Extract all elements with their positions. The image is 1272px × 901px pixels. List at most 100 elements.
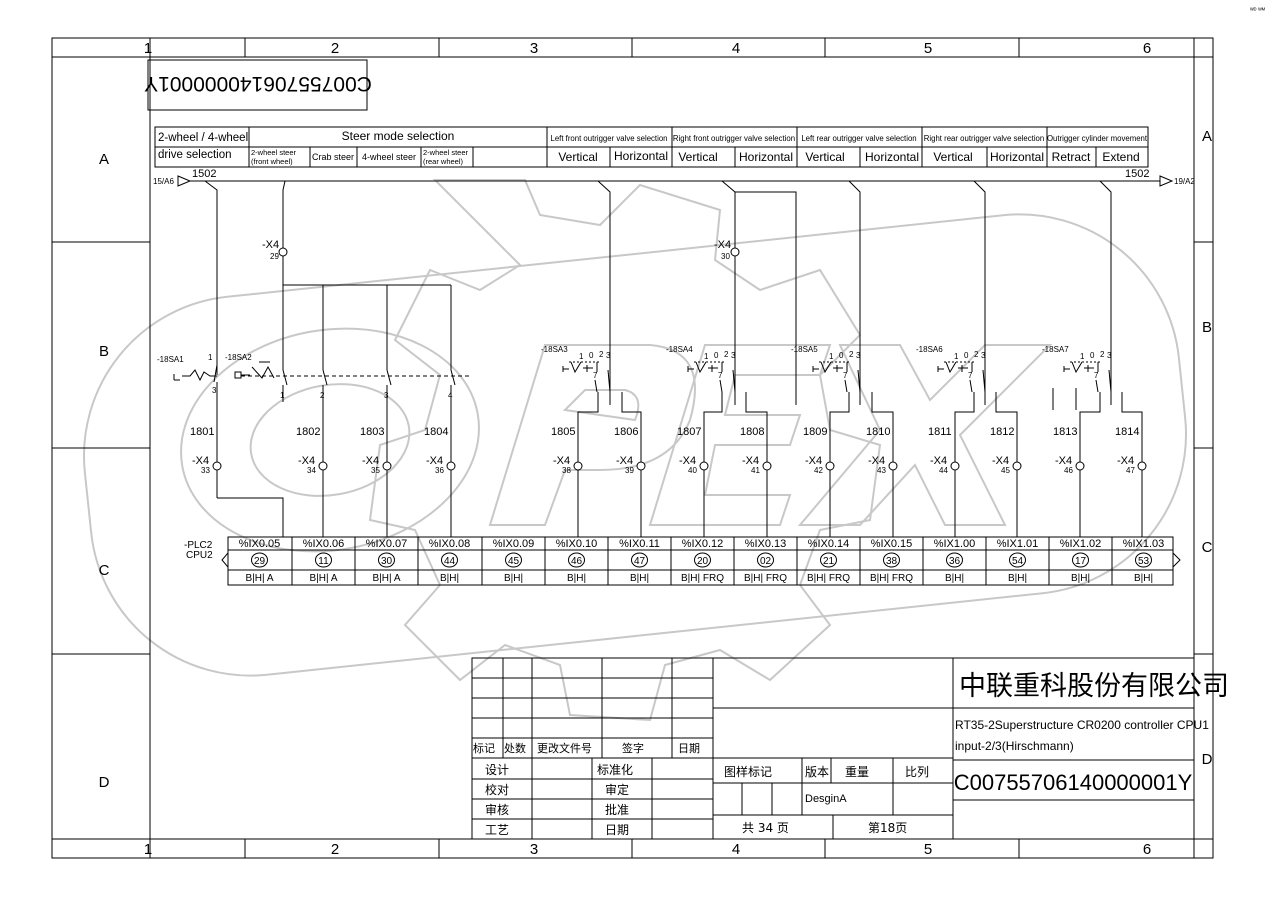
contact-digit: 1 — [1080, 352, 1085, 361]
plc-address: %IX1.01 — [997, 538, 1039, 550]
plc-pin: 53 — [1138, 556, 1150, 567]
contact-digit: 1 — [280, 391, 285, 400]
role-date: 日期 — [605, 823, 629, 837]
terminal-name: -X4 — [805, 455, 822, 467]
wire-number: 1813 — [1053, 426, 1077, 438]
terminal-x4-30-num: 30 — [721, 252, 730, 261]
col-label-top: 3 — [530, 40, 538, 57]
rf-outrigger-title: Right front outrigger valve selection — [673, 134, 795, 143]
wire-number: 1806 — [614, 426, 638, 438]
terminal-circle — [762, 461, 772, 471]
contact-digit: 0 — [589, 351, 594, 360]
plc-mode: B|H| — [1071, 573, 1090, 584]
pin-circle — [441, 552, 458, 568]
plc-address: %IX0.08 — [429, 538, 471, 550]
terminal-circle — [636, 461, 646, 471]
pin-circle — [883, 552, 900, 568]
plc-mode: B|H| — [567, 573, 586, 584]
corner-mark: ᵂᴰ ᵂᴹ — [1250, 7, 1265, 14]
header-table — [154, 126, 1149, 168]
terminal-x4-29-num: 29 — [270, 252, 279, 261]
wire-number: 1809 — [803, 426, 827, 438]
wire-number: 1812 — [990, 426, 1014, 438]
pin-circle — [251, 552, 268, 568]
terminal-name: -X4 — [362, 455, 379, 467]
switch-sa6-symbol: -18SA6 — [916, 345, 986, 393]
switch-sa5-label: -18SA5 — [791, 345, 818, 354]
contact-digit: 2 — [724, 350, 729, 359]
bus-right-ref: 19/A2 — [1174, 177, 1195, 186]
rf-horizontal: Horizontal — [739, 150, 793, 164]
lr-horizontal: Horizontal — [865, 150, 919, 164]
plc-address: %IX0.12 — [682, 538, 724, 550]
terminal-x4-29: -X4 29 — [262, 239, 288, 261]
contact-digit: 1 — [954, 352, 959, 361]
col-label-bottom: 3 — [530, 841, 538, 858]
switch-sa3-symbol: -18SA3 — [541, 345, 611, 393]
contact-digit: 0 — [839, 351, 844, 360]
rr-vertical: Vertical — [933, 150, 972, 164]
contact-digit: 3 — [212, 386, 217, 395]
pin-circle — [757, 552, 774, 568]
terminal-number: 47 — [1126, 466, 1135, 475]
contact-digit: 2 — [849, 350, 854, 359]
drive-selection-label-2: drive selection — [158, 149, 232, 161]
plc-pin: 45 — [508, 556, 520, 567]
terminal-circle — [950, 461, 960, 471]
row-label-left: C — [99, 562, 110, 579]
col-label-bottom: 5 — [924, 841, 932, 858]
plc-address: %IX0.10 — [556, 538, 598, 550]
contact-digit: 7 — [1094, 371, 1099, 380]
terminal-circle — [446, 461, 456, 471]
terminal-circle — [825, 461, 835, 471]
pin-circle — [820, 552, 837, 568]
role-standard: 标准化 — [597, 763, 633, 777]
lf-horizontal: Horizontal — [614, 149, 668, 163]
contact-digit: 1 — [704, 352, 709, 361]
terminal-name: -X4 — [992, 455, 1009, 467]
col-label-top: 5 — [924, 40, 932, 57]
contact-digit: 7 — [843, 371, 848, 380]
wire-number: 1802 — [296, 426, 320, 438]
pin-circle — [946, 552, 963, 568]
plc-mode: B|H| A — [310, 573, 338, 584]
terminal-circle — [573, 461, 583, 471]
col-label-bottom: 2 — [331, 841, 339, 858]
drawing-code: C00755706140000001Y — [954, 770, 1193, 795]
top-code-box: C00755706140000001Y — [144, 59, 372, 111]
wire-number: 1811 — [928, 426, 952, 438]
pin-circle — [631, 552, 648, 568]
steer-mode-title: Steer mode selection — [342, 129, 455, 143]
row-label-left: B — [99, 343, 109, 360]
plc-pin: 02 — [760, 556, 772, 567]
plc-pin: 11 — [318, 556, 329, 567]
plc-pin: 54 — [1012, 556, 1024, 567]
plc-pin: 47 — [634, 556, 646, 567]
contact-digit: 3 — [856, 351, 861, 360]
rf-vertical: Vertical — [678, 150, 717, 164]
page-number: 第18页 — [868, 821, 907, 835]
top-code-text: C00755706140000001Y — [144, 72, 372, 95]
switch-sa7-symbol: -18SA7 — [1042, 345, 1112, 393]
wiring — [204, 180, 1112, 537]
rev-h-mark: 标记 — [473, 741, 495, 755]
plc-pin: 30 — [381, 556, 393, 567]
terminal-number: 39 — [625, 466, 634, 475]
plc-pin: 17 — [1075, 556, 1087, 567]
plc-address: %IX0.15 — [871, 538, 913, 550]
col-label-top: 4 — [732, 40, 740, 57]
terminal-circle — [699, 461, 709, 471]
terminal-name: -X4 — [679, 455, 696, 467]
meta-weight: 重量 — [845, 765, 869, 779]
terminal-name: -X4 — [1055, 455, 1072, 467]
drive-selection-label-1: 2-wheel / 4-wheel — [158, 132, 248, 144]
terminal-number: 34 — [307, 466, 316, 475]
switch-sa2-label: -18SA2 — [225, 353, 252, 362]
pin-circle — [694, 552, 711, 568]
